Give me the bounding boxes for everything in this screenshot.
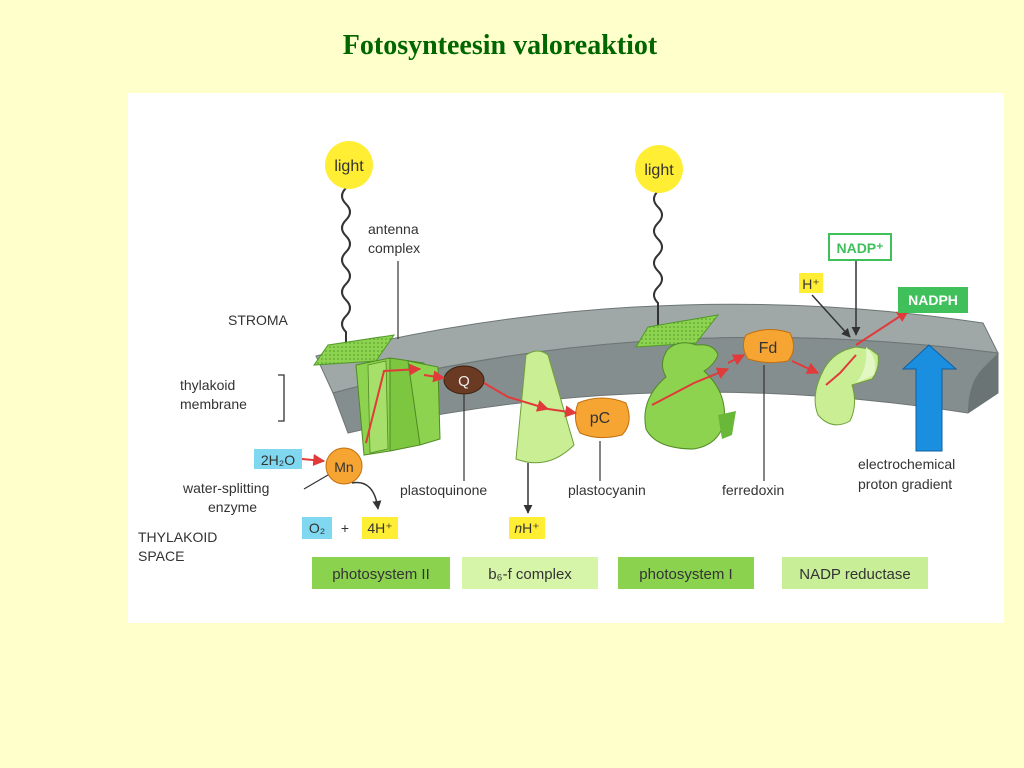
- electron-arrow-to-pc: [547, 405, 578, 418]
- light-circle-2: [635, 145, 683, 193]
- oxygen-arrow: [351, 481, 382, 510]
- electron-arrow-ps1: [651, 367, 730, 406]
- oxygen-box: [302, 517, 332, 539]
- electron-arrow-to-b6f: [483, 382, 550, 412]
- nadph-label: NADPH: [908, 292, 958, 308]
- legend-swatch-ps2: [312, 557, 450, 589]
- plus-sign: +: [341, 520, 349, 536]
- nh-plus-label: nH⁺: [514, 520, 539, 536]
- photosynthesis-diagram: STROMA THYLAKOID SPACE thylakoid membran…: [128, 93, 1004, 623]
- plastoquinone-label: plastoquinone: [400, 482, 487, 498]
- four-h-plus-box: [362, 517, 398, 539]
- photosystem-ii: [355, 357, 441, 456]
- oxygen-label: O₂: [309, 520, 325, 536]
- slide-title: Fotosynteesin valoreaktiot: [342, 30, 658, 61]
- nadph-arrow: [855, 310, 910, 346]
- ferredoxin-label: ferredoxin: [722, 482, 784, 498]
- nh-plus-box: [509, 517, 545, 539]
- water-label: 2H₂O: [261, 452, 295, 468]
- legend-swatch-b6f: [462, 557, 598, 589]
- plastocyanin-label: plastocyanin: [568, 482, 646, 498]
- legend-label-ps2: photosystem II: [332, 566, 430, 583]
- ferredoxin-fd: [742, 329, 794, 364]
- nh-plus-h: H⁺: [522, 520, 540, 536]
- water-splitting-pointer: [303, 474, 329, 490]
- antenna-label-2: complex: [368, 240, 420, 256]
- h-plus-box: [799, 273, 823, 293]
- nadp-reductase: [814, 346, 879, 426]
- nadp-reductase-highlight: [856, 347, 875, 383]
- light-circle-1: [325, 141, 373, 189]
- electron-arrow-ps2: [365, 363, 422, 444]
- nadp-plus-box: [828, 233, 892, 261]
- photosystem-i-side: [718, 411, 736, 439]
- q-label: Q: [458, 373, 470, 390]
- mn-label: Mn: [334, 459, 353, 475]
- nadph-box: [898, 287, 968, 313]
- electron-arrow-to-q: [423, 370, 446, 383]
- nadp-plus-label: NADP⁺: [836, 240, 883, 256]
- h-plus-arrow: [811, 294, 851, 338]
- thylakoid-space-label-2: SPACE: [138, 548, 184, 564]
- antenna-complex-2: [635, 314, 720, 348]
- antenna-label-1: antenna: [368, 221, 419, 237]
- water-box: [254, 449, 302, 469]
- pc-label: pC: [590, 410, 610, 427]
- membrane-label-1: thylakoid: [180, 377, 235, 393]
- electron-arrow-reductase: [825, 354, 857, 386]
- water-arrow: [301, 454, 326, 466]
- gradient-label-1: electrochemical: [858, 456, 955, 472]
- nh-plus-n: n: [514, 520, 522, 536]
- plastocyanin-pc: [574, 397, 630, 439]
- light-label-2: light: [644, 162, 674, 179]
- water-splitting-label-1: water-splitting: [182, 480, 269, 496]
- light-wave-1: [341, 187, 351, 348]
- water-splitting-label-2: enzyme: [208, 499, 257, 515]
- stroma-label: STROMA: [228, 312, 289, 328]
- legend-label-ps1: photosystem I: [639, 566, 732, 583]
- thylakoid-space-label-1: THYLAKOID: [138, 529, 217, 545]
- four-h-plus-label: 4H⁺: [367, 520, 392, 536]
- proton-gradient-arrow: [901, 344, 958, 452]
- light-label-1: light: [334, 158, 364, 175]
- legend-label-b6f: b₆-f complex: [488, 566, 572, 583]
- membrane-label-2: membrane: [180, 396, 247, 412]
- legend: photosystem II b₆-f complex photosystem …: [312, 557, 928, 589]
- legend-swatch-reductase: [782, 557, 928, 589]
- light-wave-2: [653, 190, 663, 343]
- legend-label-reductase: NADP reductase: [799, 566, 910, 583]
- electron-arrow-to-reductase: [791, 360, 820, 374]
- electron-arrow-to-fd: [727, 354, 746, 366]
- legend-swatch-ps1: [618, 557, 754, 589]
- mn-cluster: [325, 447, 363, 485]
- gradient-label-2: proton gradient: [858, 476, 952, 492]
- membrane-bracket: [278, 374, 285, 422]
- fd-label: Fd: [759, 340, 778, 357]
- h-plus-label: H⁺: [802, 276, 820, 292]
